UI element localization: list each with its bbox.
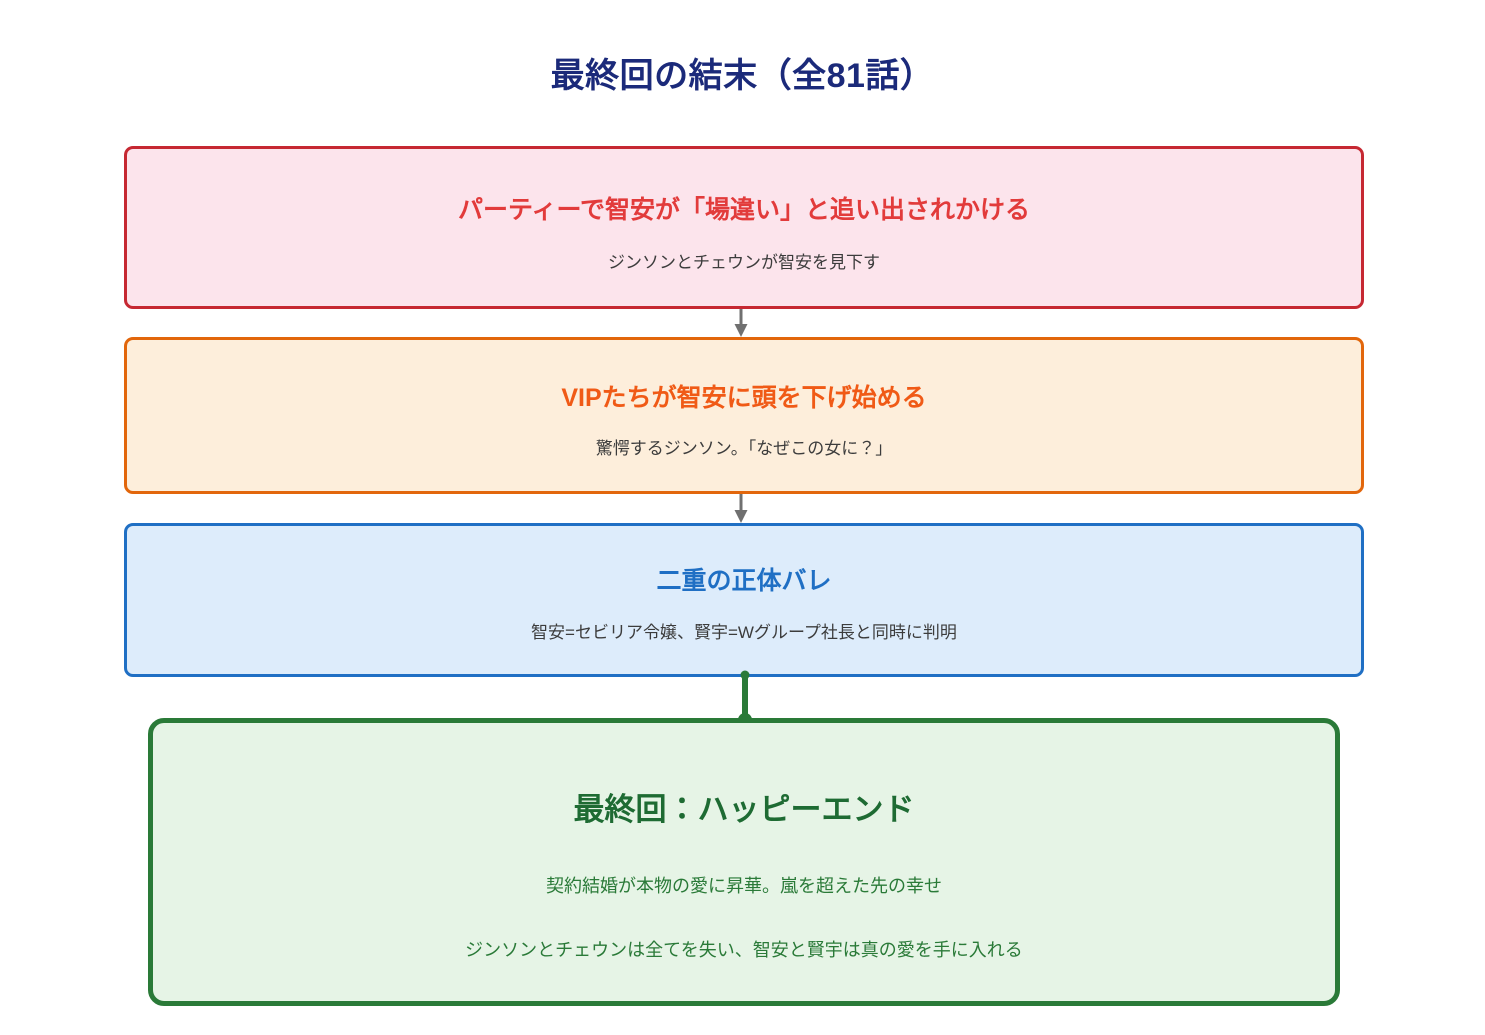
connector-arrow-vip-to-reveal [726, 494, 756, 524]
connector-link-reveal-to-finale [732, 670, 758, 727]
flow-node-title: 二重の正体バレ [656, 567, 832, 596]
flow-node-vip[interactable]: VIPたちが智安に頭を下げ始める 驚愕するジンソン。「なぜこの女に？」 [124, 337, 1364, 494]
flow-node-subtitle: 契約結婚が本物の愛に昇華。嵐を超えた先の幸せ [546, 875, 942, 896]
flow-node-subtitle: 智安=セビリア令嬢、賢宇=Wグループ社長と同時に判明 [531, 622, 957, 642]
flow-node-reveal[interactable]: 二重の正体バレ 智安=セビリア令嬢、賢宇=Wグループ社長と同時に判明 [124, 523, 1364, 677]
flow-node-party[interactable]: パーティーで智安が「場違い」と追い出されかける ジンソンとチェウンが智安を見下す [124, 146, 1364, 309]
flow-node-title: VIPたちが智安に頭を下げ始める [561, 383, 927, 412]
connector-arrow-party-to-vip [726, 309, 756, 338]
flow-node-title: パーティーで智安が「場違い」と追い出されかける [457, 195, 1030, 224]
page-title: 最終回の結末（全81話） [550, 56, 935, 95]
flow-node-title: 最終回：ハッピーエンド [573, 791, 915, 827]
flow-node-subtitle: 驚愕するジンソン。「なぜこの女に？」 [595, 439, 893, 459]
flow-node-subtitle: ジンソンとチェウンは全てを失い、智安と賢宇は真の愛を手に入れる [465, 940, 1023, 961]
flow-node-finale[interactable]: 最終回：ハッピーエンド 契約結婚が本物の愛に昇華。嵐を超えた先の幸せ ジンソンと… [148, 718, 1340, 1006]
flow-node-subtitle: ジンソンとチェウンが智安を見下す [608, 253, 880, 273]
